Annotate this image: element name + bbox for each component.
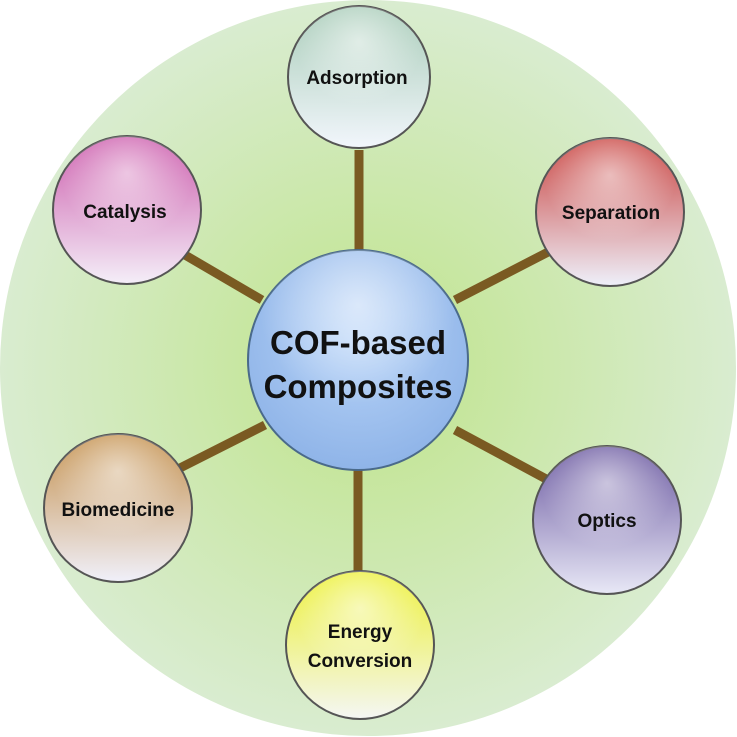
node-energy-conversion: Energy Conversion	[285, 570, 435, 720]
node-energy-label-line1: Energy	[328, 622, 393, 643]
connectors	[177, 150, 555, 580]
node-separation-label: Separation	[562, 203, 660, 224]
node-energy-label-line2: Conversion	[308, 651, 413, 672]
node-separation: Separation	[535, 137, 685, 287]
center-title-line2: Composites	[264, 368, 453, 405]
connector-separation	[452, 246, 555, 304]
node-catalysis-label: Catalysis	[83, 202, 166, 223]
node-catalysis: Catalysis	[52, 135, 202, 285]
node-biomedicine-label: Biomedicine	[62, 500, 175, 521]
node-optics: Optics	[532, 445, 682, 595]
node-adsorption: Adsorption	[287, 5, 431, 149]
connector-biomedicine	[177, 420, 268, 473]
node-biomedicine: Biomedicine	[43, 433, 193, 583]
node-adsorption-label: Adsorption	[306, 68, 407, 89]
node-optics-label: Optics	[577, 511, 636, 532]
connector-catalysis	[182, 251, 265, 304]
center-title-line1: COF-based	[270, 324, 446, 361]
connector-optics	[452, 426, 551, 484]
center-node: COF-based Composites	[247, 249, 469, 471]
